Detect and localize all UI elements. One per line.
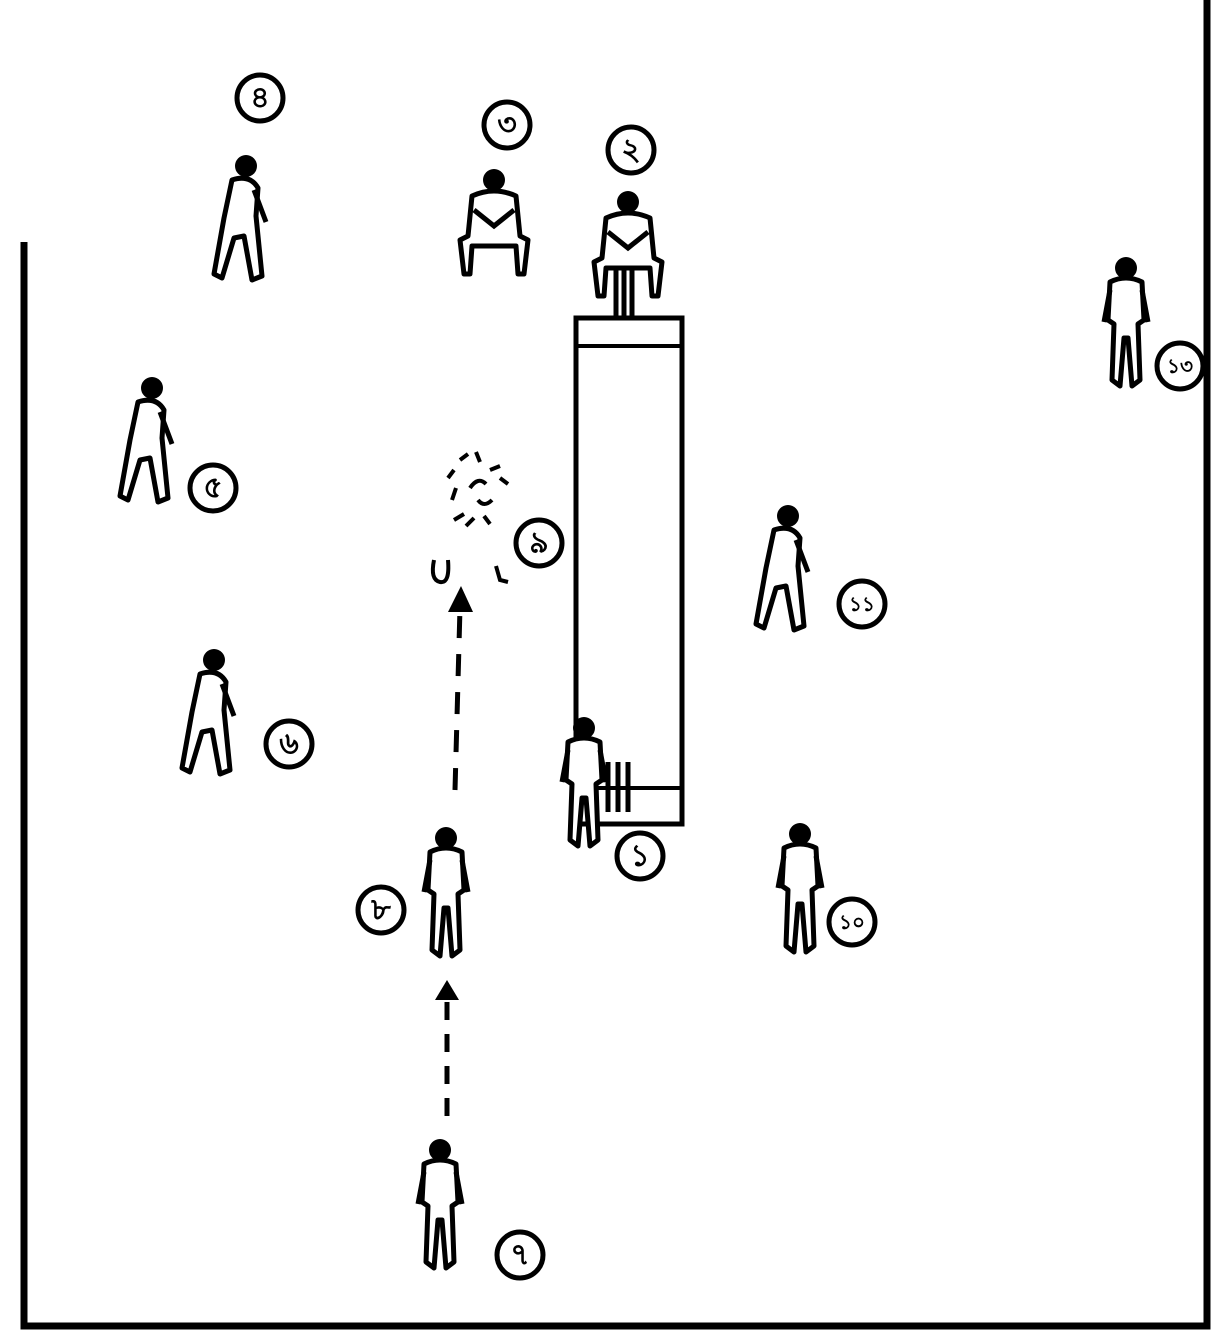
pos-label-5-text: ৫ (203, 471, 222, 506)
pos-label-2: ২ (605, 124, 657, 176)
pos-label-3-text: ৩ (497, 108, 517, 143)
pos-label-9-text: ৯ (529, 526, 548, 561)
player-3 (460, 169, 528, 274)
position-labels: ৪ ৩ ২ ১৩ ৫ ৯ ১১ ৬ (187, 72, 1206, 1281)
ball-scuff-marks (430, 451, 510, 585)
field-boundary (20, 0, 1211, 1330)
pos-label-10-text: ১০ (839, 910, 865, 934)
pos-label-13: ১৩ (1154, 340, 1206, 392)
player-7 (418, 1139, 462, 1268)
pos-label-7-text: ৭ (510, 1238, 530, 1273)
player-2-wicketkeeper (594, 191, 662, 296)
pos-label-11-text: ১১ (849, 592, 875, 616)
pos-label-6: ৬ (263, 718, 315, 770)
pos-label-11: ১১ (836, 578, 888, 630)
pos-label-6-text: ৬ (279, 727, 299, 762)
pos-label-3: ৩ (481, 99, 533, 151)
pos-label-10: ১০ (826, 896, 878, 948)
player-6 (182, 649, 234, 774)
pos-label-1-text: ১ (630, 839, 649, 874)
pos-label-1: ১ (614, 830, 666, 882)
player-4 (214, 155, 266, 280)
pos-label-2-text: ২ (621, 133, 641, 168)
pos-label-8-text: ৮ (370, 893, 391, 928)
player-8 (424, 827, 468, 956)
player-13 (1104, 257, 1148, 386)
movement-path (435, 586, 473, 1116)
player-10 (778, 823, 822, 952)
player-5 (120, 377, 172, 502)
pos-label-8: ৮ (355, 884, 407, 936)
stumps-bottom (605, 762, 631, 812)
pos-label-7: ৭ (494, 1229, 546, 1281)
pos-label-4-text: ৪ (250, 81, 269, 116)
pos-label-13-text: ১৩ (1167, 354, 1193, 378)
pos-label-5: ৫ (187, 462, 239, 514)
pos-label-4: ৪ (234, 72, 286, 124)
pos-label-9: ৯ (513, 517, 565, 569)
player-11 (756, 505, 808, 630)
